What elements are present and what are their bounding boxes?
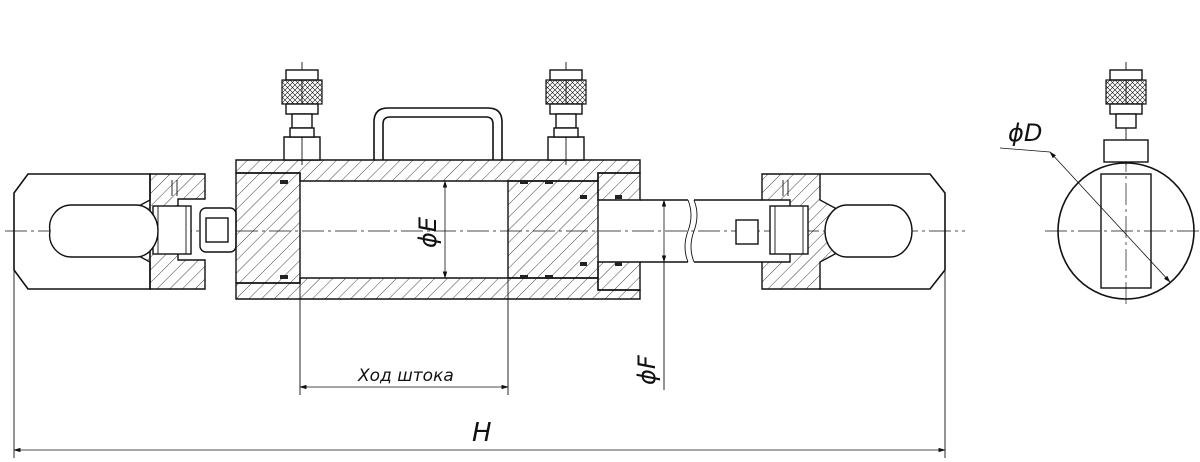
label-overall-h: H bbox=[472, 418, 492, 448]
left-clevis bbox=[13, 173, 237, 290]
label-phi-e: ϕE bbox=[414, 216, 442, 248]
label-stroke: Ход штока bbox=[357, 366, 454, 386]
quick-coupler-right bbox=[545, 62, 587, 165]
right-clevis bbox=[761, 173, 946, 290]
rod-end-stud bbox=[735, 219, 759, 245]
label-phi-f: ϕF bbox=[633, 354, 661, 385]
label-phi-d: ϕD bbox=[1008, 119, 1042, 147]
cylinder-body bbox=[235, 136, 641, 300]
left-clevis-nut bbox=[152, 205, 192, 255]
end-view bbox=[999, 62, 1200, 305]
carry-handle bbox=[373, 107, 503, 160]
dim-phi-d-line bbox=[999, 147, 1051, 153]
right-clevis-nut bbox=[769, 205, 809, 255]
quick-coupler-left bbox=[281, 62, 323, 165]
piston-rod bbox=[640, 199, 762, 263]
